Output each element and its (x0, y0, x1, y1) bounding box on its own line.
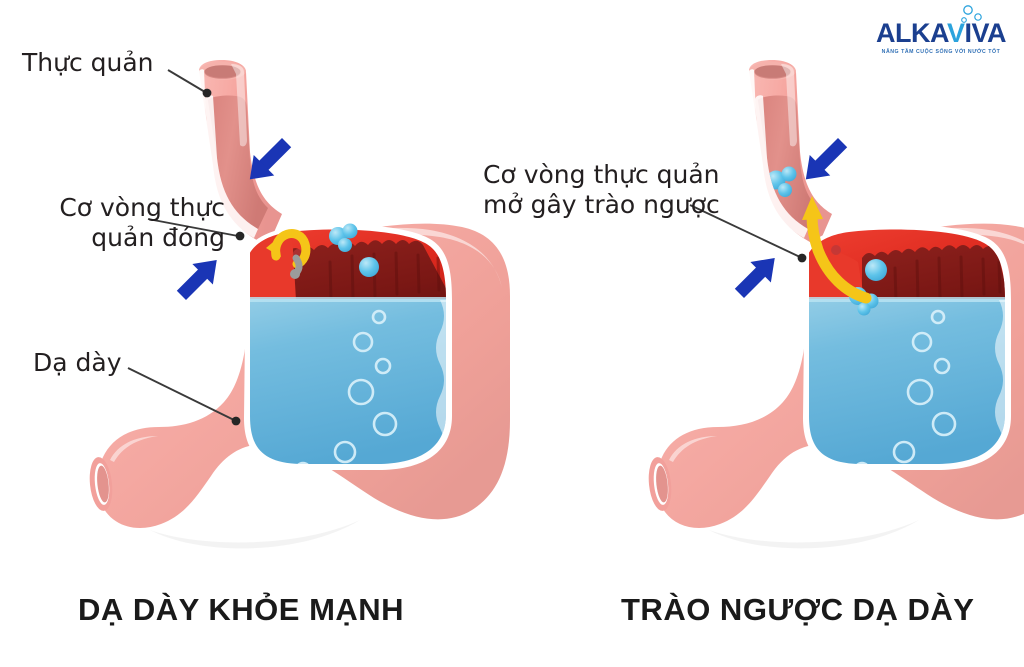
logo-text-iva: IVA (964, 18, 1007, 48)
logo-tagline: NÂNG TẦM CUỘC SỐNG VỚI NƯỚC TỐT (881, 49, 1001, 55)
pressure-arrow-down-right (805, 138, 848, 180)
label-sphincter-open: Cơ vòng thực quản mở gây trào ngược (483, 160, 720, 219)
logo-wordmark: ALKAVIVA (875, 18, 1007, 48)
esophagus-left (196, 57, 284, 254)
logo-text-v: V (946, 18, 965, 48)
label-sphincter-closed: Cơ vòng thực quản đóng (59, 193, 225, 252)
leader-lines-right (689, 204, 807, 263)
stomach-contents-right (809, 229, 1005, 464)
caption-healthy-stomach: DẠ DÀY KHỎE MẠNH (78, 592, 405, 627)
logo-bubbles-icon (961, 5, 982, 23)
label-stomach: Dạ dày (33, 348, 122, 377)
reflux-arrow-active-right (802, 196, 872, 304)
liquid-bubbles-left (294, 309, 398, 464)
gas-bubbles-left (293, 223, 379, 277)
logo-text-lka: LKA (894, 18, 948, 48)
label-esophagus: Thực quản (22, 48, 154, 77)
pressure-arrow-up-right (734, 258, 775, 298)
reflux-arrow-blocked-left (266, 229, 311, 279)
pressure-arrow-down-left (249, 138, 292, 180)
alkaviva-logo: ALKAVIVA NÂNG TẦM CUỘC SỐNG VỚI NƯỚC TỐT (866, 5, 1016, 55)
stomach-contents-left (250, 229, 446, 464)
leader-lines-left (127, 69, 245, 426)
logo-text-alka: A (875, 18, 896, 48)
liquid-bubbles-right (853, 309, 957, 464)
caption-acid-reflux: TRÀO NGƯỢC DẠ DÀY (621, 592, 975, 627)
pressure-arrow-up-left (176, 260, 217, 300)
